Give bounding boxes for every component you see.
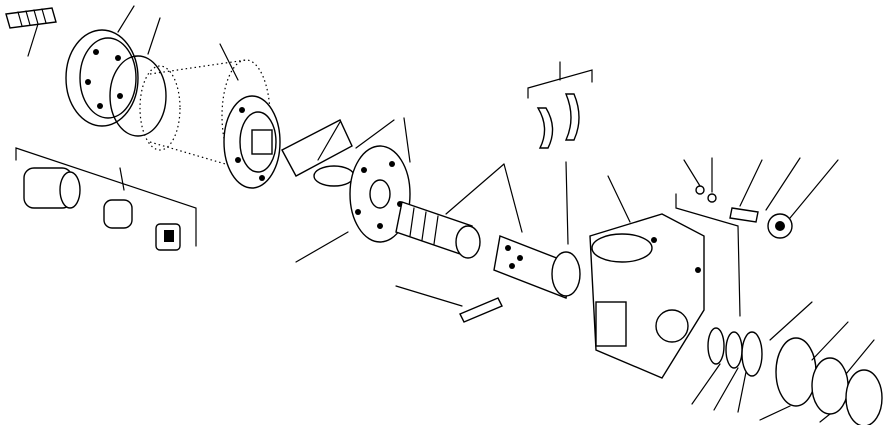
leader-line <box>117 5 135 33</box>
leader-line <box>683 159 701 187</box>
leader-line <box>819 413 831 423</box>
ball-part <box>695 185 705 195</box>
seal-stack-part <box>707 327 883 425</box>
leader-line <box>295 231 349 263</box>
plug-part <box>103 199 133 229</box>
leader-line <box>503 163 523 233</box>
bolt-part <box>5 7 57 29</box>
leader-line <box>445 163 505 215</box>
leader-line <box>219 43 239 81</box>
bracket-group-left <box>15 147 197 247</box>
leader-line <box>765 157 801 211</box>
leader-line <box>27 23 39 57</box>
leader-line <box>147 17 161 55</box>
leader-line <box>789 159 839 219</box>
leader-line <box>565 161 569 245</box>
leader-line <box>845 339 875 375</box>
leader-line <box>395 285 463 307</box>
gerotor-part <box>223 95 281 189</box>
leader-line <box>759 405 791 421</box>
drive-shaft-part <box>281 119 355 187</box>
leader-line <box>691 363 721 405</box>
leader-line <box>769 301 813 341</box>
nut-part <box>155 223 181 251</box>
end-cap-part <box>65 29 139 127</box>
check-valve-bracket <box>675 193 741 317</box>
leader-line <box>737 371 747 413</box>
leader-line <box>317 121 341 161</box>
leader-line <box>355 119 395 149</box>
sleeve-part <box>493 235 581 299</box>
spool-part <box>395 201 481 259</box>
ball-part <box>707 193 717 203</box>
centering-springs-part <box>527 61 593 149</box>
leader-line <box>403 117 411 163</box>
leader-line <box>739 159 763 207</box>
valve-housing-part <box>589 213 705 379</box>
leader-line <box>607 175 631 223</box>
sleeve-cylinder-part <box>23 167 81 209</box>
leader-line <box>713 367 739 411</box>
o-ring-part <box>109 55 167 137</box>
pin-part <box>459 297 503 323</box>
plug-part <box>767 213 793 239</box>
seat-part <box>729 207 759 223</box>
leader-line <box>811 321 849 361</box>
spacer-plate-part <box>349 145 411 243</box>
